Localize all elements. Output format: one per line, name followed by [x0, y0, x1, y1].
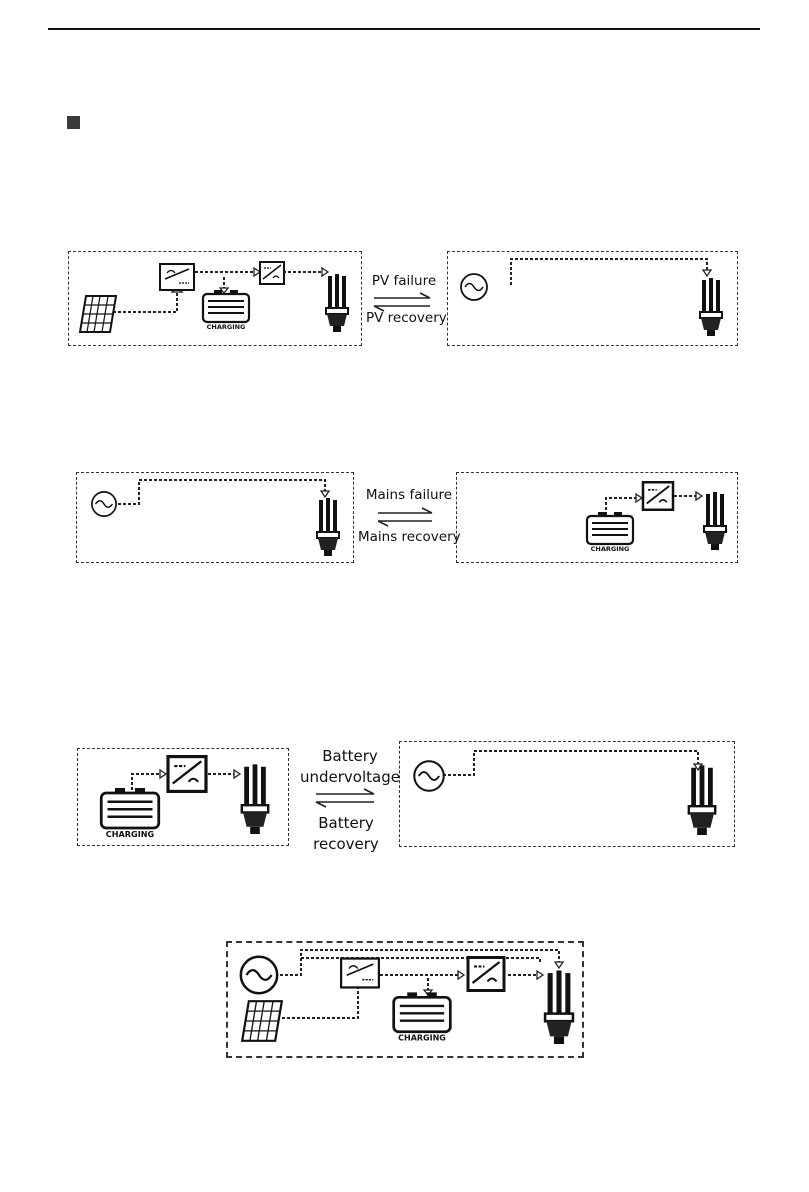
- battery-caption: CHARGING: [591, 545, 630, 552]
- inverter-icon: [259, 261, 285, 285]
- battery-caption: CHARGING: [106, 829, 155, 838]
- solar-panel-icon: [240, 998, 284, 1044]
- solar-panel-icon: [78, 294, 118, 334]
- battery-caption: CHARGING: [207, 323, 246, 330]
- inverter-icon: [464, 956, 508, 992]
- light-bulb-icon: [684, 759, 720, 839]
- grid-ac-icon: [238, 954, 280, 996]
- grid-ac-icon: [90, 490, 118, 518]
- inverter-icon: [165, 755, 209, 793]
- light-bulb-icon: [540, 964, 578, 1048]
- inverter-icon: [641, 481, 675, 511]
- grid-ac-icon: [412, 759, 446, 793]
- grid-ac-icon: [459, 272, 489, 302]
- battery-caption: CHARGING: [398, 1033, 446, 1042]
- light-bulb-icon: [696, 274, 726, 338]
- light-bulb-icon: [237, 758, 273, 838]
- light-bulb-icon: [313, 494, 343, 558]
- light-bulb-icon: [322, 270, 352, 334]
- battery-icon: CHARGING: [584, 512, 636, 552]
- battery-icon: CHARGING: [97, 788, 163, 838]
- solar-controller-icon: [340, 957, 380, 989]
- solar-controller-icon: [159, 263, 195, 291]
- battery-icon: CHARGING: [200, 290, 252, 330]
- battery-icon: CHARGING: [390, 992, 454, 1042]
- light-bulb-icon: [700, 488, 730, 552]
